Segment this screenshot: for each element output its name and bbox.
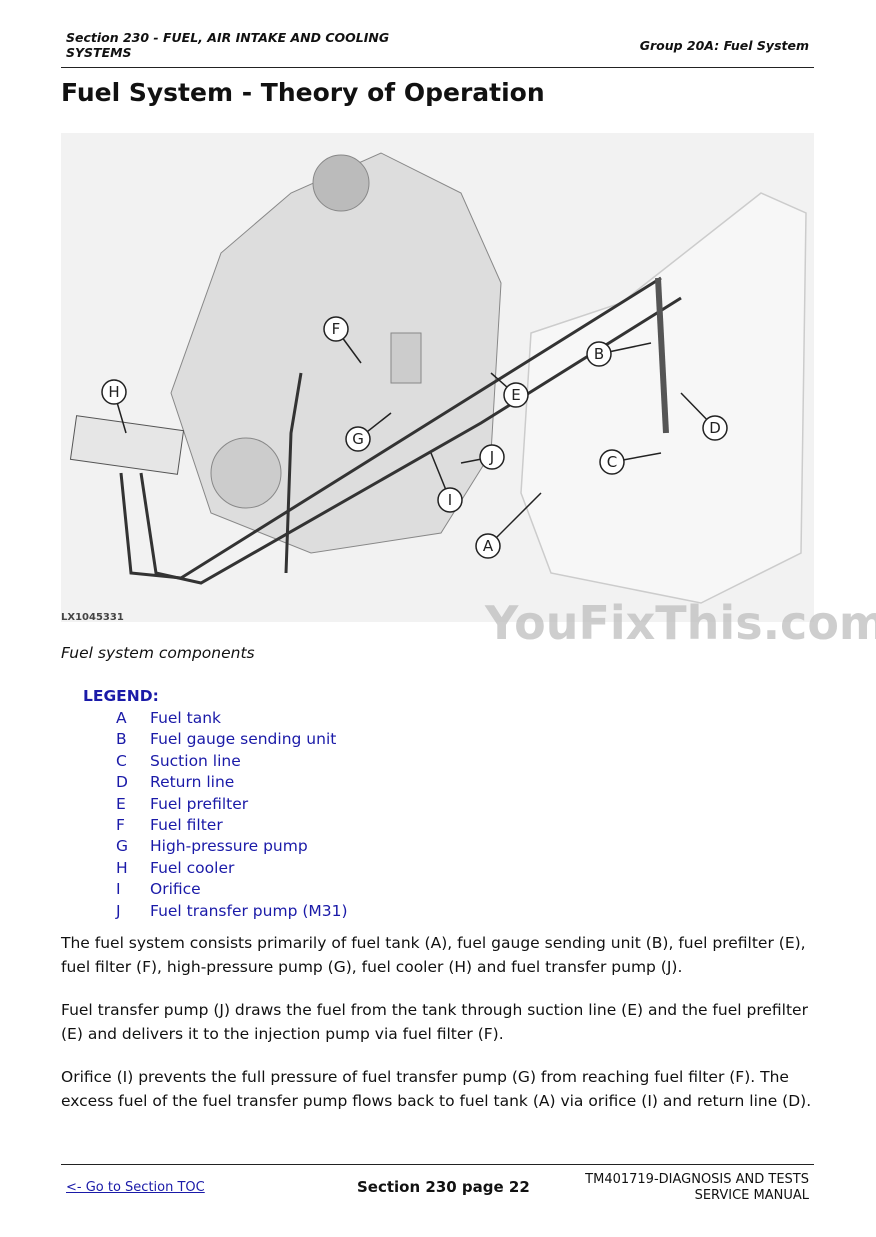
legend-key: H	[116, 858, 128, 877]
callout-circle	[702, 415, 728, 441]
callout-letter: C	[607, 453, 617, 471]
callout-h: H	[101, 379, 127, 434]
page-number: Section 230 page 22	[357, 1178, 530, 1196]
callouts: A B C D E F G H I J	[101, 316, 728, 559]
callout-j: J	[460, 444, 505, 470]
header-rule	[61, 67, 814, 68]
legend-item: A Fuel tank	[116, 709, 221, 727]
callout-letter: F	[332, 320, 341, 338]
legend-label: Fuel tank	[150, 709, 222, 727]
figure-id: LX1045331	[61, 612, 124, 622]
legend-label: High-pressure pump	[150, 837, 308, 856]
callout-letter: I	[448, 491, 452, 509]
manual-title: TM401719-DIAGNOSIS AND TESTS SERVICE MAN…	[585, 1172, 809, 1204]
legend-item: D Return line	[116, 773, 234, 791]
callout-circle	[475, 533, 501, 559]
callout-circle	[101, 379, 127, 405]
figure-caption: Fuel system components	[61, 644, 255, 662]
callout-circle	[586, 341, 612, 367]
callout-circle	[479, 444, 505, 470]
legend-item: J Fuel transfer pump (M31)	[116, 902, 348, 920]
legend-item: E Fuel prefilter	[116, 795, 248, 813]
callout-g: G	[345, 412, 392, 452]
legend-label: Fuel gauge sending unit	[150, 730, 337, 749]
callout-f: F	[323, 316, 362, 364]
legend-item: B Fuel gauge sending unit	[116, 730, 336, 748]
callout-i: I	[430, 452, 463, 513]
callout-circle	[345, 426, 371, 452]
legend-item: I Orifice	[116, 880, 201, 898]
legend-label: Return line	[150, 773, 235, 792]
manual-line-2: SERVICE MANUAL	[694, 1188, 809, 1203]
callout-e: E	[490, 372, 529, 408]
sending-unit-tube	[655, 277, 669, 434]
legend-label: Fuel transfer pump (M31)	[150, 901, 348, 920]
callout-c: C	[599, 449, 662, 475]
legend-item: H Fuel cooler	[116, 859, 234, 877]
callout-letter: E	[511, 386, 520, 404]
callout-a: A	[475, 492, 542, 559]
legend-title: LEGEND:	[83, 687, 159, 705]
legend-key: I	[116, 880, 121, 899]
legend-item: C Suction line	[116, 752, 241, 770]
legend-key: C	[116, 751, 127, 770]
callout-letter: H	[108, 383, 119, 401]
footer-rule	[61, 1164, 814, 1165]
callout-circle	[437, 487, 463, 513]
callout-letter: B	[594, 345, 604, 363]
fuel-system-diagram: A B C D E F G H I J LX1045331	[61, 133, 814, 623]
paragraph: Fuel transfer pump (J) draws the fuel fr…	[61, 1001, 808, 1043]
watermark: YouFixThis.com	[485, 596, 876, 650]
page-title: Fuel System - Theory of Operation	[61, 78, 545, 107]
legend-key: E	[116, 794, 126, 813]
legend-label: Orifice	[150, 880, 201, 899]
legend-item: G High-pressure pump	[116, 837, 308, 855]
paragraph: The fuel system consists primarily of fu…	[61, 934, 806, 976]
callout-letter: G	[352, 430, 364, 448]
legend-label: Suction line	[150, 751, 241, 770]
header-section: Section 230 - FUEL, AIR INTAKE AND COOLI…	[66, 30, 390, 60]
callout-circle	[599, 449, 625, 475]
callout-d: D	[680, 392, 728, 441]
legend-key: J	[116, 901, 121, 920]
callout-letter: J	[489, 448, 494, 466]
callout-circle	[323, 316, 349, 342]
legend-label: Fuel filter	[150, 816, 223, 834]
legend-label: Fuel prefilter	[150, 794, 249, 813]
callout-b: B	[586, 341, 652, 367]
legend-key: G	[116, 837, 129, 856]
callout-letter: D	[709, 419, 721, 437]
legend-key: F	[116, 816, 125, 834]
header-group: Group 20A: Fuel System	[639, 38, 809, 53]
legend-key: B	[116, 730, 127, 749]
legend-key: D	[116, 773, 128, 792]
engine-shape	[170, 152, 502, 554]
section-toc-link[interactable]: <- Go to Section TOC	[66, 1180, 205, 1195]
legend-item: F Fuel filter	[116, 816, 223, 834]
paragraph: Orifice (I) prevents the full pressure o…	[61, 1068, 812, 1110]
manual-line-1: TM401719-DIAGNOSIS AND TESTS	[585, 1172, 809, 1187]
fuel-lines	[119, 276, 682, 585]
legend-label: Fuel cooler	[150, 858, 235, 877]
callout-letter: A	[483, 537, 494, 555]
callout-circle	[503, 382, 529, 408]
legend-key: A	[116, 709, 127, 727]
fuel-cooler-shape	[69, 415, 185, 475]
